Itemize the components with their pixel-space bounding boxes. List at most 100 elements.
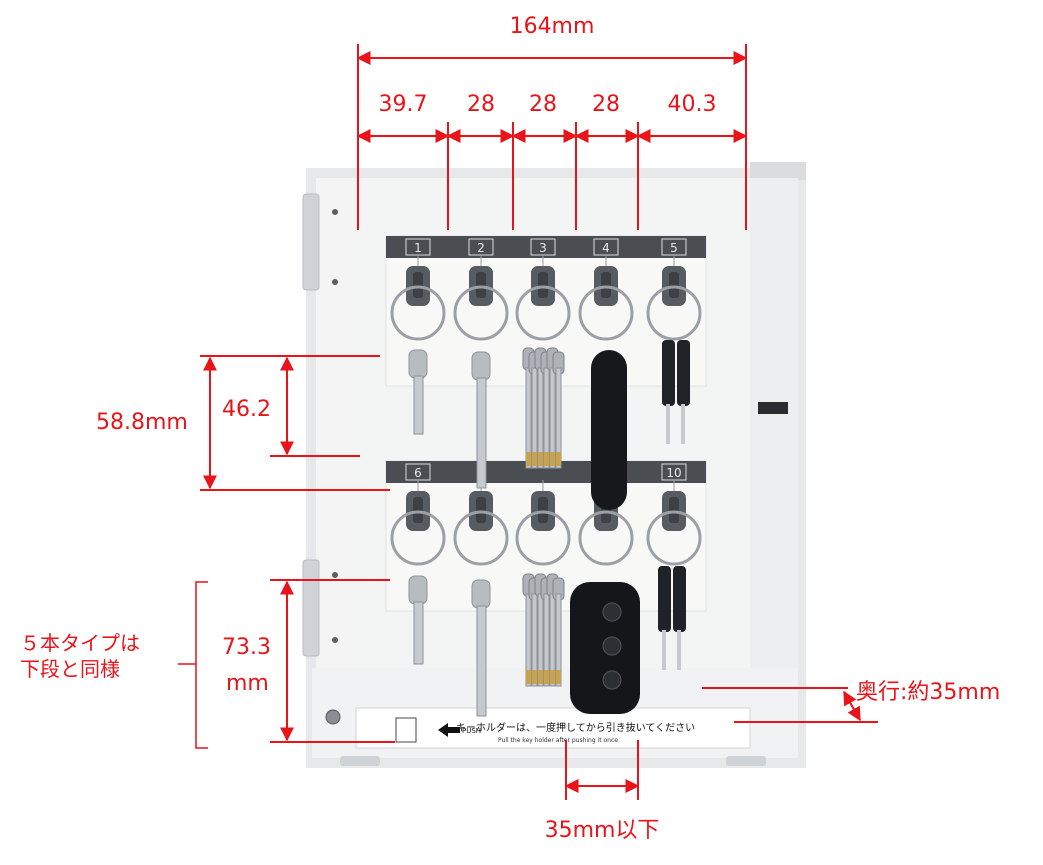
hook-slots: 1 2 3 4 5 6 10 — [390, 238, 702, 566]
key-10-blade — [677, 630, 681, 670]
dim-width-2: 28 — [467, 92, 495, 117]
dimension-lines — [178, 44, 878, 800]
key-ring — [453, 285, 509, 341]
screw — [332, 572, 338, 578]
screw — [332, 637, 338, 643]
key-5-head — [662, 340, 675, 406]
hook-slot — [413, 497, 423, 523]
latch — [758, 402, 788, 414]
key-ring — [390, 510, 446, 566]
key-3-tip — [538, 452, 543, 466]
key-8-tip — [538, 670, 543, 684]
foot-right — [726, 756, 766, 766]
dim-inner-height: 46.2 — [222, 397, 271, 422]
hook-slot — [476, 497, 486, 523]
key-2-blade — [476, 377, 487, 489]
key-3-blade — [531, 367, 538, 469]
hook-slot — [669, 497, 679, 523]
key-6-blade — [413, 601, 424, 665]
key-5-blade — [681, 404, 685, 444]
dim-total-width: 164mm — [509, 14, 595, 39]
key-7-head — [471, 579, 491, 609]
top-slot-number: 2 — [477, 241, 485, 255]
top-slot-number: 5 — [670, 241, 678, 255]
cabinet-base-plate — [355, 707, 751, 749]
dim-width-1: 39.7 — [378, 92, 428, 117]
key-8-tip — [550, 670, 555, 684]
fob-button — [602, 602, 622, 622]
cabinet-right-wall — [750, 178, 798, 758]
note-bracket — [195, 581, 208, 749]
key-10-head — [658, 566, 671, 632]
key-8-tip — [544, 670, 549, 684]
arrow-left-icon — [438, 723, 460, 737]
key-ring — [390, 285, 446, 341]
cabinet-left-wall — [316, 178, 356, 738]
hook-slot — [669, 272, 679, 298]
key-3-tip — [544, 452, 549, 466]
bottom-slot-number: 6 — [414, 466, 422, 480]
instruction-jp: キーホルダーは、一度押してから引き抜いてください — [456, 721, 695, 734]
key-3-tip — [550, 452, 555, 466]
dim-key-width: 35mm以下 — [544, 818, 660, 843]
hook-slot — [476, 272, 486, 298]
key-ring — [453, 510, 509, 566]
top-slot-number: 3 — [539, 241, 547, 255]
hook-slot — [538, 272, 548, 298]
key-8-blade — [531, 593, 538, 687]
base-label: PUSH キーホルダーは、一度押してから引き抜いてください Pull the k… — [395, 717, 695, 744]
key-10-blade — [662, 630, 666, 670]
cabinet-top-lip — [750, 162, 806, 180]
hinge-top — [302, 193, 320, 291]
key-7-blade — [476, 605, 487, 717]
key-5-blade — [666, 404, 670, 444]
dim-lower-height: 73.3 — [222, 635, 271, 660]
key-ring — [515, 285, 571, 341]
push-icon — [395, 717, 417, 743]
key-1-head — [408, 349, 428, 379]
key-6-head — [408, 575, 428, 605]
key-ring — [515, 510, 571, 566]
hook-slot — [601, 272, 611, 298]
key-1-blade — [413, 375, 424, 435]
bottom-slot-number: 10 — [666, 466, 681, 480]
key-3-tip — [526, 452, 531, 466]
key-10-head — [673, 566, 686, 632]
key-8-tip — [556, 670, 561, 684]
top-slot-number: 1 — [414, 241, 422, 255]
key-3-tip — [556, 452, 561, 466]
instruction-en: Pull the key holder after pushing it onc… — [498, 737, 618, 744]
screw — [332, 279, 338, 285]
key-ring — [646, 510, 702, 566]
keys — [408, 340, 690, 717]
dim-width-3: 28 — [529, 92, 557, 117]
key-5-head — [677, 340, 690, 406]
key-3-tip — [532, 452, 537, 466]
key-ring — [578, 285, 634, 341]
lock-screw — [325, 709, 341, 725]
key-4-fob-strap — [591, 350, 627, 510]
push-label: PUSH — [462, 727, 481, 735]
hinge-bottom — [302, 559, 320, 657]
key-ring — [646, 285, 702, 341]
foot-left — [340, 756, 380, 766]
key-2-head — [471, 351, 491, 381]
dim-line-depth — [843, 690, 861, 722]
fob-button — [602, 636, 622, 656]
dim-depth: 奥行:約35mm — [856, 680, 1001, 705]
dim-width-4: 28 — [592, 92, 620, 117]
key-3-blade — [543, 367, 550, 469]
top-slot-number: 4 — [602, 241, 610, 255]
key-8-blade — [555, 593, 562, 687]
note-five-type: ５本タイプは 下段と同様 — [20, 630, 140, 682]
key-8-blade — [543, 593, 550, 687]
key-3-blade — [555, 367, 562, 469]
dim-outer-height: 58.8mm — [96, 410, 188, 435]
dim-width-5: 40.3 — [667, 92, 717, 117]
dim-lower-height-unit: mm — [226, 671, 269, 696]
key-8-tip — [526, 670, 531, 684]
note-line-2: 下段と同様 — [20, 657, 120, 681]
hook-slot — [538, 497, 548, 523]
